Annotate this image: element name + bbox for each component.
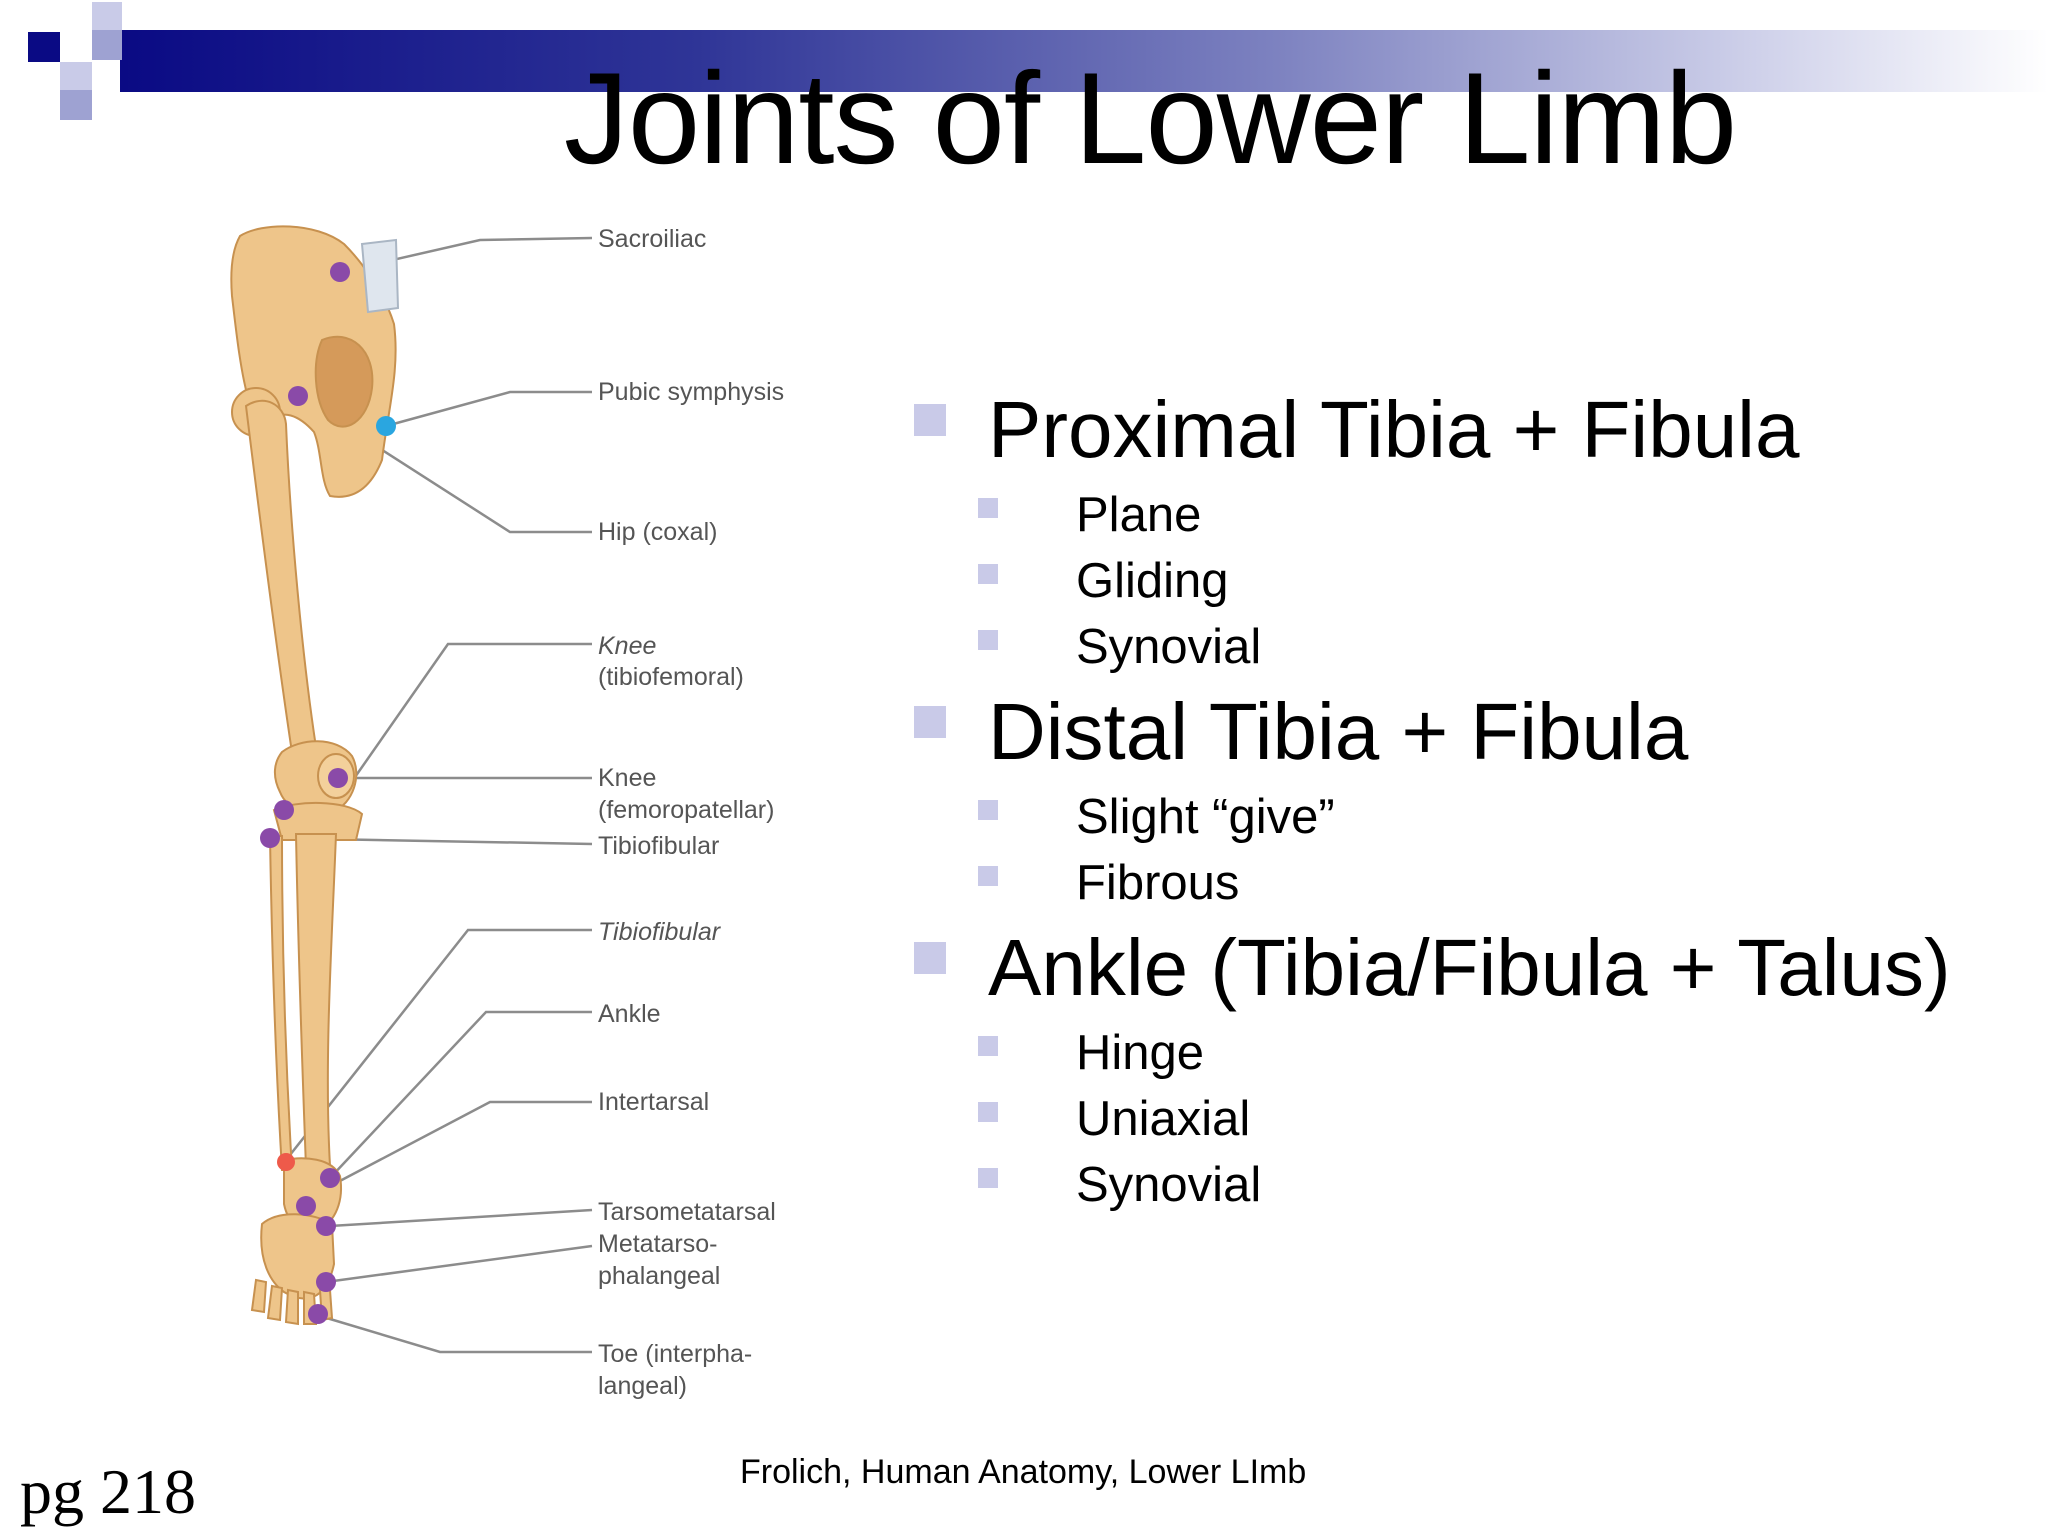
lower-limb-illustration: Sacroiliac Pubic symphysis Hip (coxal) K… (230, 225, 784, 1400)
decor-square (28, 32, 60, 62)
label-knee-tf-2: (tibiofemoral) (598, 663, 744, 691)
sub-bullet-marker (978, 866, 998, 886)
label-ankle: Ankle (598, 1000, 661, 1028)
toe-3 (284, 1288, 299, 1326)
bullet-ankle: Ankle (Tibia/Fibula + Talus) (910, 916, 2030, 1020)
label-tarsometatarsal: Tarsometatarsal (598, 1198, 776, 1226)
sub-bullet: Gliding (910, 548, 2030, 614)
sub-bullet: Synovial (910, 1152, 2030, 1218)
metatarsophalangeal-marker (316, 1272, 336, 1292)
bullet-marker (914, 404, 946, 436)
sub-bullet-text: Slight “give” (1076, 790, 1335, 844)
sub-bullet-marker (978, 564, 998, 584)
pelvis (230, 225, 397, 498)
sub-bullet-marker (978, 1036, 998, 1056)
sub-bullet-marker (978, 800, 998, 820)
sub-bullet-text: Fibrous (1076, 856, 1240, 910)
sub-bullet-text: Synovial (1076, 620, 1262, 674)
bullet-marker (914, 706, 946, 738)
interphalangeal-marker (308, 1304, 328, 1324)
decor-square (92, 2, 122, 30)
label-knee-tf-1: Knee (598, 632, 656, 660)
bullet-list: Proximal Tibia + Fibula Plane Gliding Sy… (910, 378, 2030, 1218)
sub-bullet: Plane (910, 482, 2030, 548)
tibiofibular-dist-marker (277, 1153, 295, 1171)
label-mtp-1: Metatarso- (598, 1230, 717, 1258)
knee-femoropatellar-marker (328, 768, 348, 788)
hip-marker (288, 386, 308, 406)
decor-square (92, 30, 122, 60)
metatarsals (260, 1213, 336, 1300)
label-intertarsal: Intertarsal (598, 1088, 709, 1116)
label-knee-fp-1: Knee (598, 764, 656, 792)
bullet-distal-tibia-fibula: Distal Tibia + Fibula (910, 680, 2030, 784)
label-toe-2: langeal) (598, 1372, 687, 1400)
joint-markers (260, 262, 396, 1324)
sub-bullet-marker (978, 630, 998, 650)
label-toe-1: Toe (interpha- (598, 1340, 752, 1368)
label-tibiofibular-prox: Tibiofibular (598, 832, 719, 860)
sub-bullet: Fibrous (910, 850, 2030, 916)
label-knee-fp-2: (femoropatellar) (598, 796, 774, 824)
sub-bullet: Synovial (910, 614, 2030, 680)
bullet-heading: Ankle (Tibia/Fibula + Talus) (988, 923, 1951, 1012)
sub-bullet-text: Uniaxial (1076, 1092, 1251, 1146)
sub-bullet: Hinge (910, 1020, 2030, 1086)
sub-bullet-text: Synovial (1076, 1158, 1262, 1212)
bullet-proximal-tibia-fibula: Proximal Tibia + Fibula (910, 378, 2030, 482)
sub-bullet-text: Gliding (1076, 554, 1229, 608)
ankle-marker (320, 1168, 340, 1188)
sub-bullet-text: Hinge (1076, 1026, 1205, 1080)
bullet-heading: Distal Tibia + Fibula (988, 687, 1689, 776)
sacroiliac-marker (330, 262, 350, 282)
pelvis-cavity (314, 335, 374, 428)
slide-credit: Frolich, Human Anatomy, Lower LImb (740, 1453, 1307, 1491)
pubic-symphysis-marker (376, 416, 396, 436)
decor-square (60, 62, 92, 90)
fibula (268, 835, 294, 1171)
tarsometatarsal-marker (316, 1216, 336, 1236)
label-tibiofibular-dist: Tibiofibular (598, 918, 722, 946)
decor-square (60, 90, 92, 120)
sub-bullet-marker (978, 1168, 998, 1188)
label-sacroiliac: Sacroiliac (598, 225, 706, 253)
figure-labels: Sacroiliac Pubic symphysis Hip (coxal) K… (598, 225, 784, 1400)
sub-bullet: Uniaxial (910, 1086, 2030, 1152)
femur-shaft (244, 399, 320, 768)
bones (230, 225, 400, 1326)
tibia-shaft (294, 833, 338, 1170)
label-pubic-symphysis: Pubic symphysis (598, 378, 784, 406)
knee-tibiofemoral-marker (274, 800, 294, 820)
sacrum (360, 238, 400, 314)
bullet-heading: Proximal Tibia + Fibula (988, 385, 1800, 474)
label-hip: Hip (coxal) (598, 518, 717, 546)
sub-bullet-marker (978, 1102, 998, 1122)
toe-2 (266, 1284, 284, 1322)
tibiofibular-prox-marker (260, 828, 280, 848)
sub-bullet-marker (978, 498, 998, 518)
label-mtp-2: phalangeal (598, 1262, 720, 1290)
intertarsal-marker (296, 1196, 316, 1216)
page-reference: pg 218 (20, 1456, 196, 1527)
toe-1 (250, 1278, 268, 1314)
title-bar (120, 30, 2048, 92)
sub-bullet-text: Plane (1076, 488, 1202, 542)
slide-title: Joints of Lower Limb (563, 45, 1737, 191)
sub-bullet: Slight “give” (910, 784, 2030, 850)
bullet-marker (914, 942, 946, 974)
